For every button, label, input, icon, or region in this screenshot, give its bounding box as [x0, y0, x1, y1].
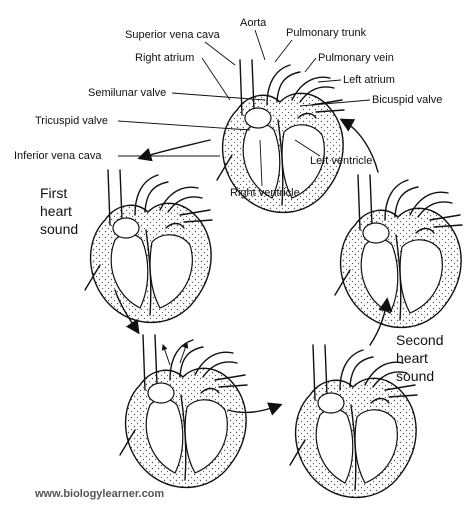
arrow-left-to-bottom-left	[114, 289, 140, 335]
heart-left	[84, 169, 213, 324]
label-aorta: Aorta	[240, 17, 267, 29]
arrow-right-to-top	[339, 118, 379, 173]
label-right-atrium: Right atrium	[135, 52, 194, 64]
second-heart-sound-line-1: Second	[396, 332, 443, 348]
label-bicuspid-valve: Bicuspid valve	[372, 94, 442, 106]
second-heart-sound-line-3: sound	[396, 368, 434, 384]
second-heart-sound-line-2: heart	[396, 350, 428, 366]
first-heart-sound-line-3: sound	[40, 221, 78, 237]
arrow-top-to-left	[137, 139, 211, 162]
label-inferior-vena-cava: Inferior vena cava	[14, 150, 102, 162]
arrow-bottom-left-to-bottom-right	[227, 402, 283, 416]
heart-bottom-left	[119, 334, 248, 489]
label-pulmonary-vein: Pulmonary vein	[318, 52, 394, 64]
website-url: www.biologylearner.com	[34, 488, 164, 500]
label-superior-vena-cava: Superior vena cava	[125, 29, 221, 41]
label-semilunar-valve: Semilunar valve	[88, 87, 166, 99]
label-left-atrium: Left atrium	[343, 74, 395, 86]
label-tricuspid-valve: Tricuspid valve	[35, 115, 108, 127]
heart-right	[334, 174, 463, 329]
arrow-bottom-right-to-right	[369, 297, 393, 346]
label-left-ventricle: Left ventricle	[310, 155, 372, 167]
label-pulmonary-trunk: Pulmonary trunk	[286, 27, 367, 39]
first-heart-sound-line-1: First	[40, 185, 67, 201]
first-heart-sound-line-2: heart	[40, 203, 72, 219]
label-right-ventricle: Right ventricle	[230, 187, 300, 199]
